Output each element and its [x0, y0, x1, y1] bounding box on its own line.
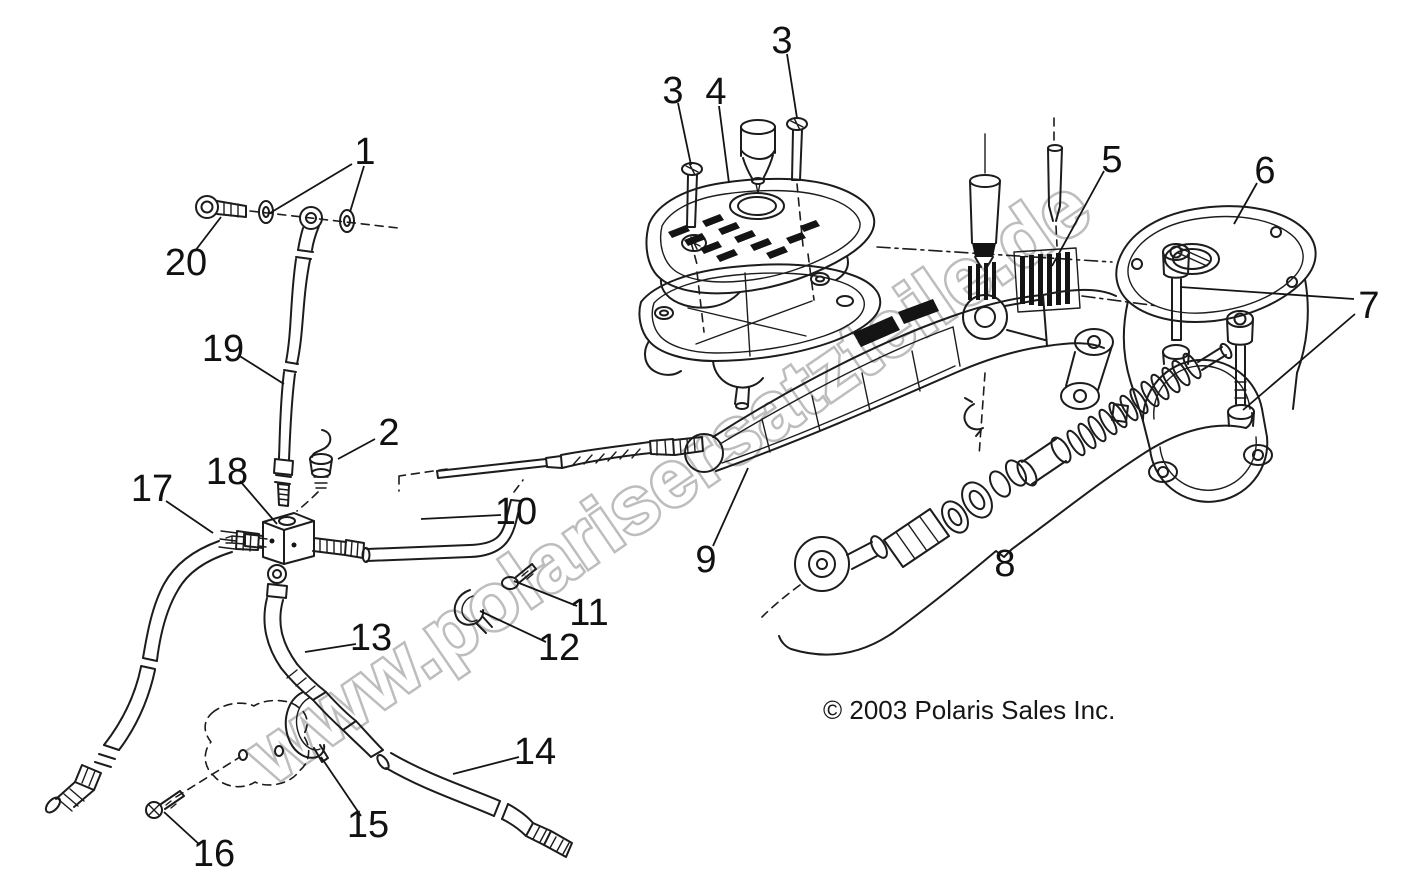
part-hose-14	[376, 752, 573, 858]
leader-line-3	[786, 53, 798, 119]
part-cable-rod	[398, 436, 704, 492]
part-reservoir-cover-4	[645, 177, 876, 309]
leader-line-1	[269, 163, 353, 214]
assembly-axis-cover-body	[876, 246, 1113, 263]
leader-line-12	[479, 610, 547, 643]
callout-15: 15	[347, 804, 389, 846]
callout-9: 9	[695, 539, 716, 581]
callout-17: 17	[131, 468, 173, 510]
part-gasket-plate	[638, 253, 882, 410]
part-lever-bracket	[1042, 288, 1117, 410]
part-clamp-12	[453, 589, 493, 634]
callout-13: 13	[350, 617, 392, 659]
leader-line-4	[718, 105, 730, 184]
leader-line-13	[304, 643, 357, 653]
leader-line-6	[1233, 182, 1258, 225]
callout-11: 11	[569, 592, 608, 634]
leader-line-1	[349, 165, 365, 213]
part-junction-block-18	[225, 512, 365, 565]
assembly-axis-dashed	[249, 210, 399, 229]
part-clamp-15	[284, 691, 329, 763]
leader-line-5	[1051, 170, 1105, 267]
callout-19: 19	[202, 328, 244, 370]
callout-6: 6	[1254, 150, 1275, 192]
part-screw-16	[145, 756, 241, 819]
line-art	[44, 117, 1317, 858]
part-frame-plate	[204, 699, 310, 788]
part-brake-hose-19	[273, 206, 323, 507]
leader-line-19	[237, 354, 285, 385]
leader-line-2	[337, 438, 376, 460]
part-hose-13	[263, 564, 384, 758]
leader-line-10	[420, 514, 502, 520]
leader-line-16	[163, 811, 201, 846]
leader-line-7	[1242, 313, 1356, 411]
brace-8	[778, 412, 1254, 656]
leader-line-7	[1179, 286, 1355, 300]
part-switch-2	[296, 429, 333, 512]
part-dowel-pins	[969, 117, 1063, 268]
part-hose-17	[44, 530, 268, 814]
callout-2: 2	[378, 412, 399, 454]
leader-line-9	[712, 467, 749, 547]
callout-14: 14	[514, 731, 556, 773]
callout-7: 7	[1358, 285, 1379, 327]
leader-line-3	[677, 102, 692, 166]
part-elbow-pipe-10	[361, 479, 524, 563]
callout-10: 10	[495, 491, 537, 533]
leader-line-11	[513, 580, 578, 607]
callout-1: 1	[354, 131, 375, 173]
copyright-text: © 2003 Polaris Sales Inc.	[823, 695, 1115, 725]
leader-line-14	[452, 756, 520, 775]
part-e-clip	[963, 372, 986, 457]
leader-line-17	[165, 500, 214, 534]
part-master-cylinder-body	[1111, 205, 1317, 503]
callout-3: 3	[771, 20, 792, 62]
leader-line-20	[194, 216, 222, 252]
callout-18: 18	[206, 451, 248, 493]
part-clamp-screw-11	[501, 563, 537, 590]
callout-16: 16	[193, 833, 235, 875]
part-reservoir-cap-plug	[740, 119, 776, 194]
leader-line-18	[239, 480, 278, 525]
part-banjo-bolt-20	[195, 195, 247, 219]
callout-12: 12	[538, 627, 580, 669]
callout-3: 3	[662, 70, 683, 112]
part-piston-assembly-8	[761, 342, 1233, 618]
callout-5: 5	[1101, 139, 1122, 181]
callout-20: 20	[165, 242, 207, 284]
part-screw-3-left	[681, 162, 703, 269]
callout-4: 4	[705, 71, 726, 113]
leader-line-15	[320, 756, 362, 817]
callout-8: 8	[994, 543, 1015, 585]
